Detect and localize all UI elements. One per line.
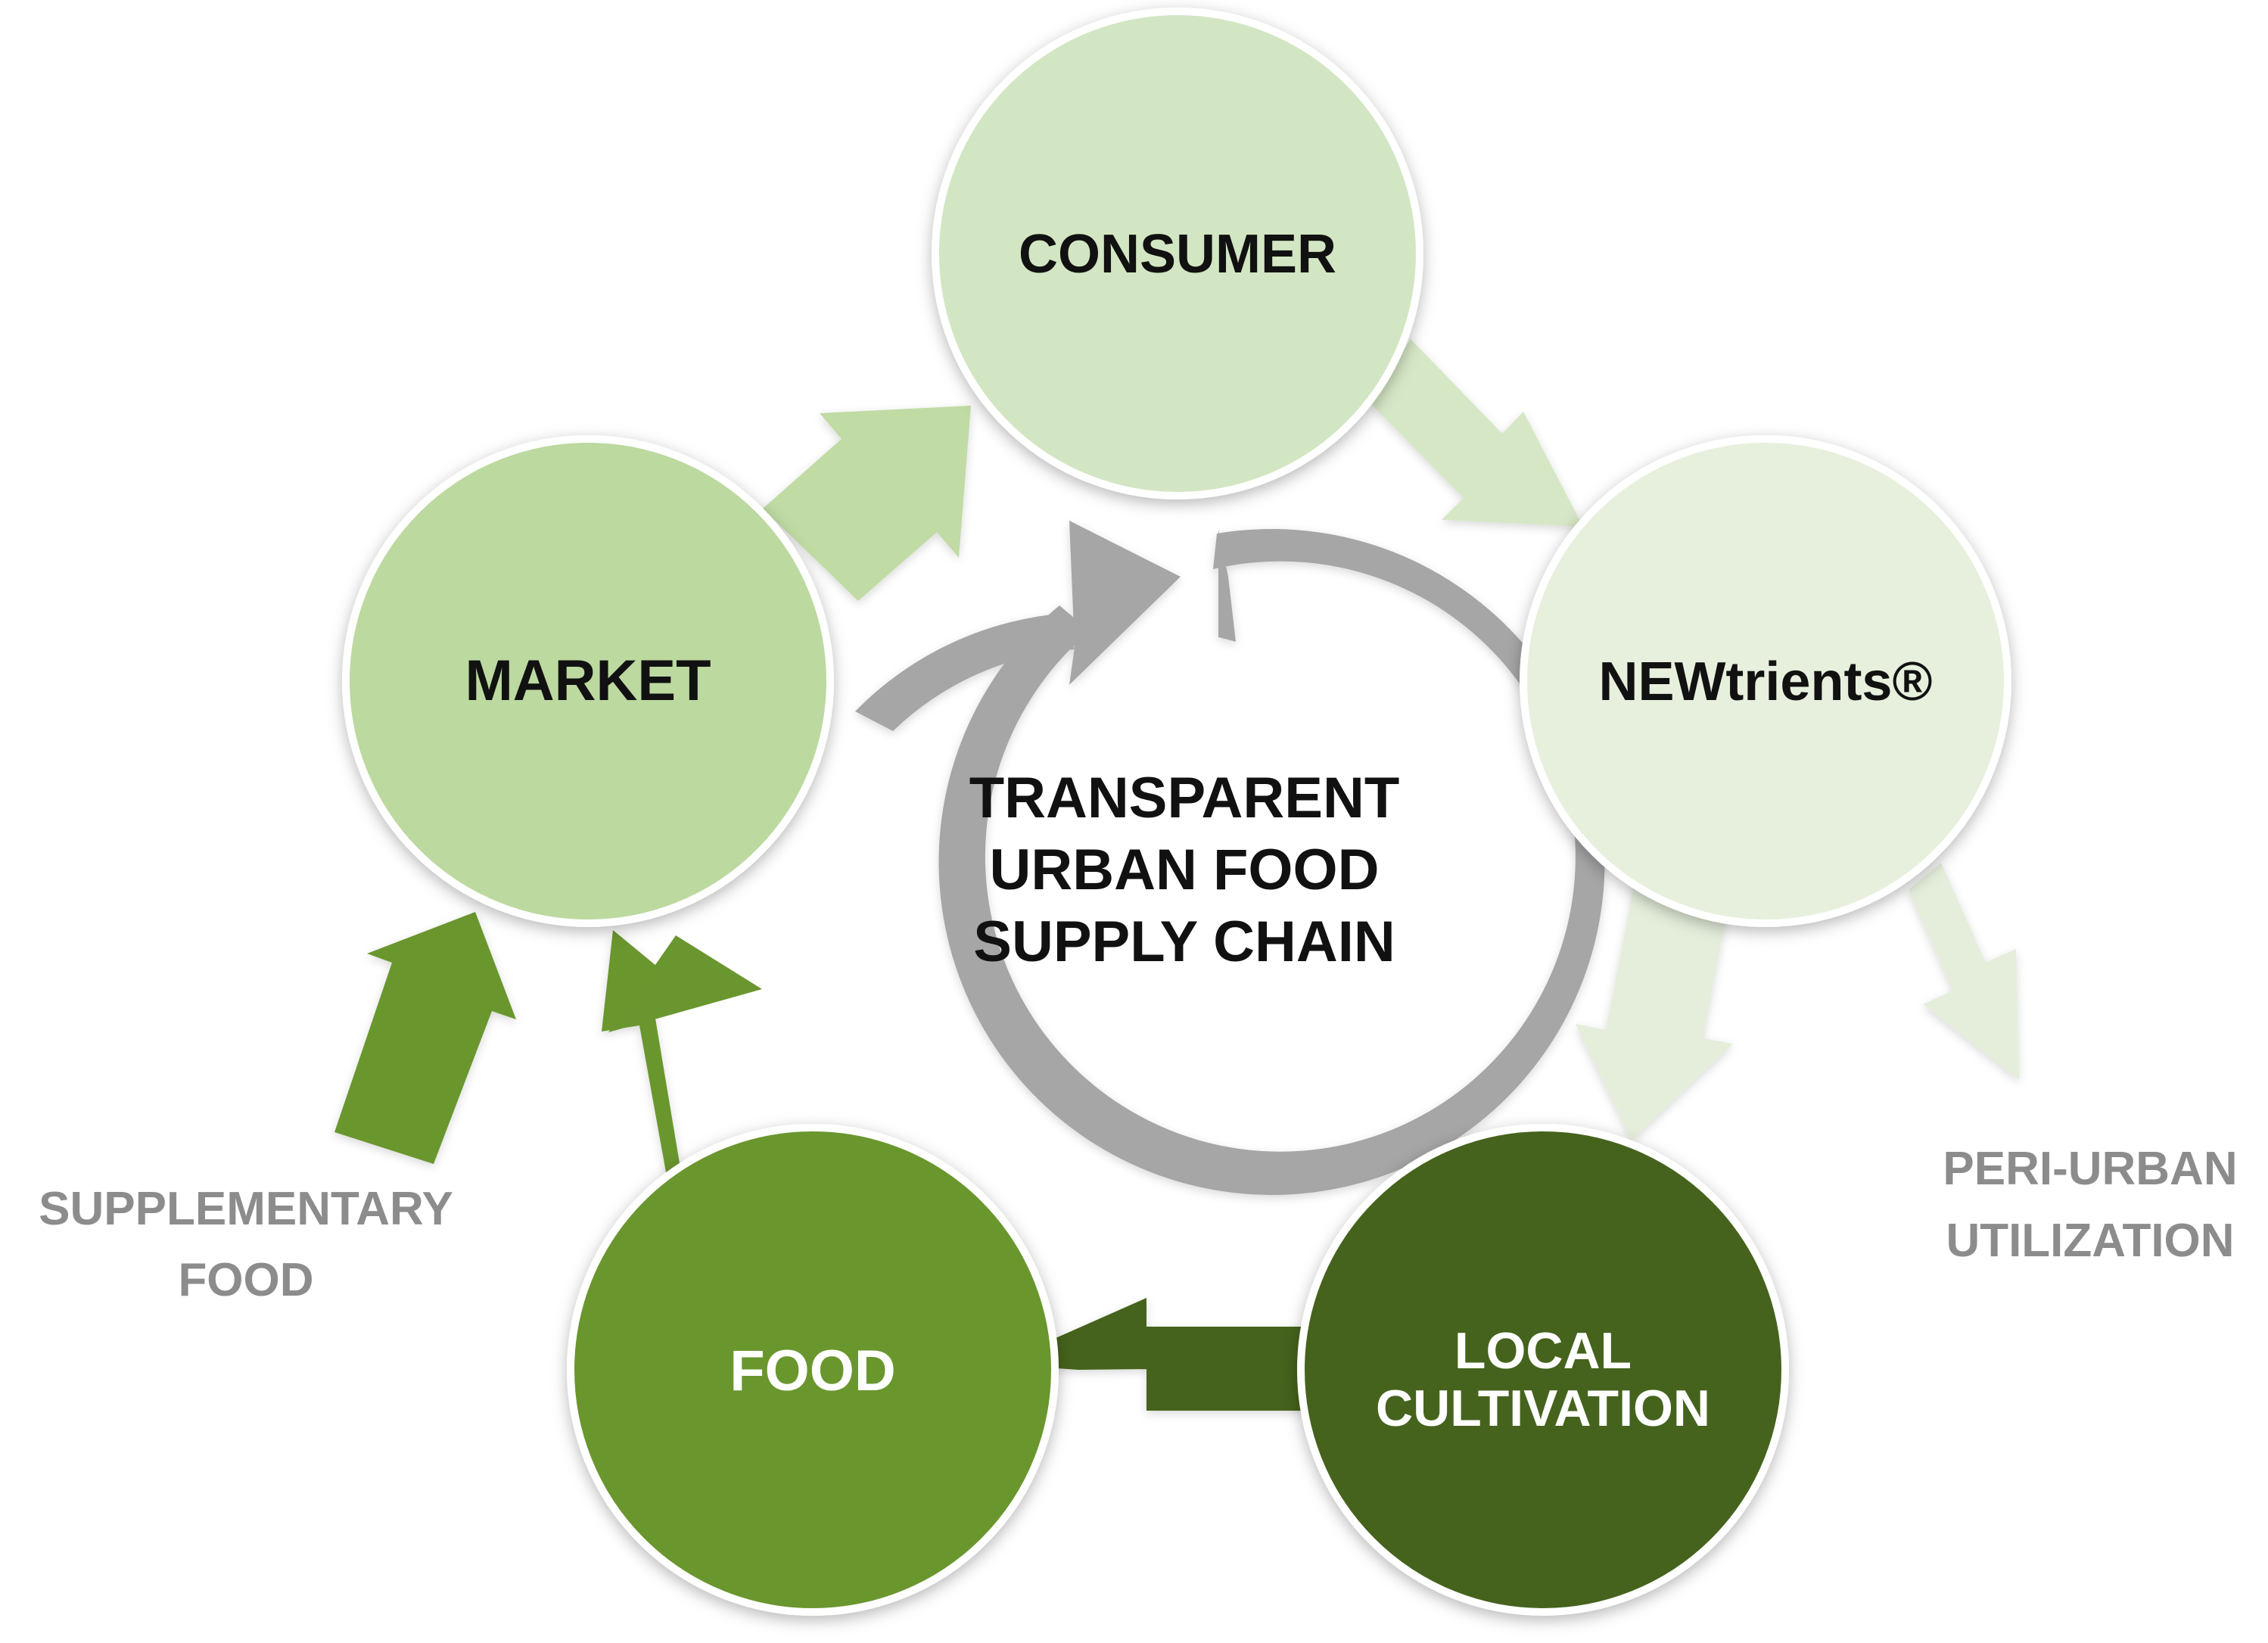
arrow-market-to-consumer [763,406,971,601]
center-title-line2: URBAN FOOD [989,838,1379,902]
peri-urban-label-line2: UTILIZATION [1946,1215,2234,1267]
arrow-newtrients-to-cultivation [1576,864,1734,1140]
consumer-label: CONSUMER [1019,224,1336,285]
node-consumer [932,8,1423,499]
center-title-line3: SUPPLY CHAIN [973,910,1395,974]
peri-urban-label-line1: PERI-URBAN [1943,1143,2237,1195]
newtrients-label: NEWtrients® [1598,652,1932,712]
arrow-supplementary-to-market [334,912,516,1164]
arrow-consumer-to-newtrients [1371,339,1583,527]
node-market [342,435,834,927]
food-label: FOOD [730,1339,896,1403]
node-newtrients [1520,435,2011,927]
cycle-arrow-icon [855,521,1605,1195]
arrow-food-to-market-head [608,935,762,1032]
supplementary-food-label-line2: FOOD [178,1254,313,1306]
node-local-cultivation [1297,1124,1789,1616]
local-cultivation-label-line2: CULTIVATION [1376,1380,1710,1437]
supplementary-food-label-line1: SUPPLEMENTARY [39,1183,453,1235]
arrow-newtrients-to-periurban [1909,863,2019,1080]
arrow-cultivation-to-food [984,1298,1317,1453]
local-cultivation-label-line1: LOCAL [1454,1322,1632,1380]
node-food [567,1124,1059,1616]
center-title-line1: TRANSPARENT [969,766,1400,830]
market-label: MARKET [465,649,711,713]
